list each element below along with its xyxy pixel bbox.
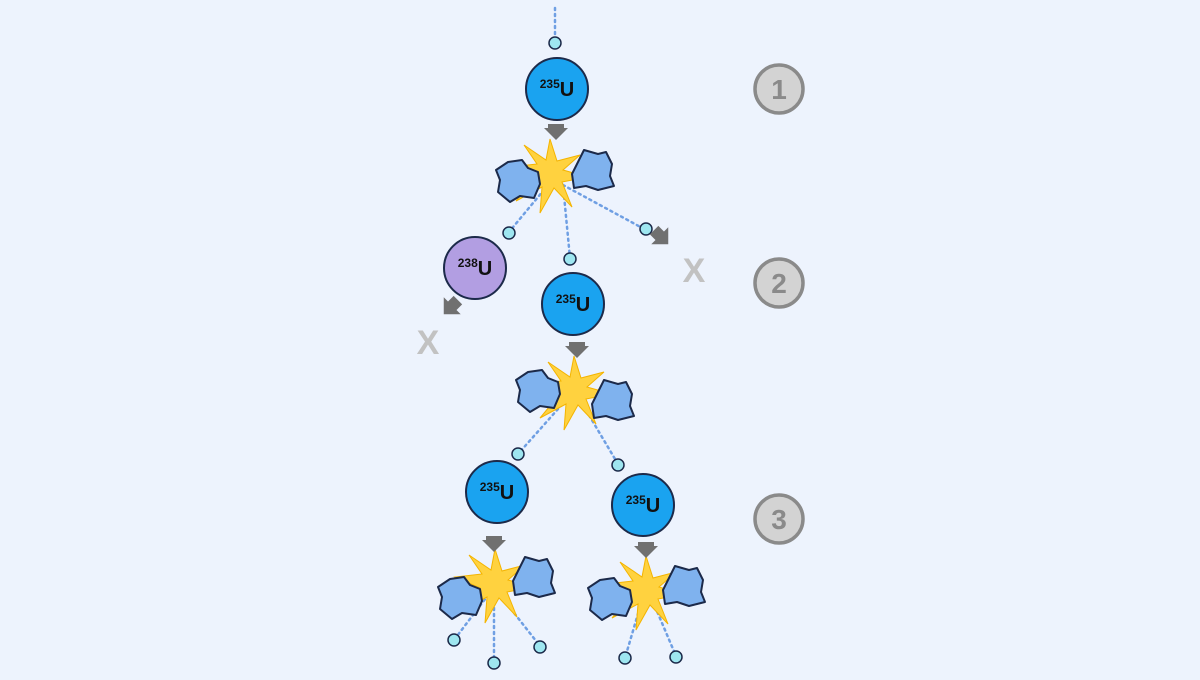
absorbed-mark-left: X bbox=[417, 324, 440, 362]
neutron bbox=[669, 650, 683, 664]
element-symbol: U bbox=[646, 495, 660, 517]
svg-text:235U: 235U bbox=[540, 77, 574, 101]
element-symbol: U bbox=[560, 79, 574, 101]
neutron bbox=[447, 633, 461, 647]
neutron bbox=[611, 458, 625, 472]
step-badge-2: 2 bbox=[753, 257, 805, 309]
neutron bbox=[618, 651, 632, 665]
element-symbol: U bbox=[500, 482, 514, 504]
fission-event-3b bbox=[587, 555, 706, 631]
down-arrow-icon bbox=[565, 342, 589, 358]
nucleus-u235-bottom-right: 235U bbox=[611, 473, 675, 537]
neutron bbox=[548, 36, 562, 50]
fission-event-3a bbox=[437, 548, 556, 624]
step-number: 1 bbox=[771, 74, 787, 105]
element-symbol: U bbox=[478, 258, 492, 280]
svg-text:235U: 235U bbox=[626, 493, 660, 517]
absorbed-mark-right: X bbox=[683, 252, 706, 290]
step-badge-3: 3 bbox=[753, 493, 805, 545]
step-badge-1: 1 bbox=[753, 63, 805, 115]
neutron bbox=[563, 252, 577, 266]
down-arrow-icon bbox=[544, 124, 568, 140]
element-symbol: U bbox=[576, 294, 590, 316]
mass-number: 235 bbox=[626, 493, 646, 507]
nucleus-u238: 238U bbox=[443, 236, 507, 300]
step-number: 3 bbox=[771, 504, 787, 535]
svg-text:238U: 238U bbox=[458, 256, 492, 280]
svg-text:235U: 235U bbox=[556, 292, 590, 316]
down-arrow-icon bbox=[482, 536, 506, 552]
neutron bbox=[487, 656, 501, 670]
fission-event-2 bbox=[515, 355, 635, 431]
neutron bbox=[533, 640, 547, 654]
mass-number: 235 bbox=[480, 480, 500, 494]
neutron bbox=[639, 222, 653, 236]
step-number: 2 bbox=[771, 268, 787, 299]
neutron bbox=[511, 447, 525, 461]
nucleus-u235-top: 235U bbox=[525, 57, 589, 121]
nucleus-u235-bottom-left: 235U bbox=[465, 460, 529, 524]
svg-text:235U: 235U bbox=[480, 480, 514, 504]
down-arrow-icon bbox=[634, 542, 658, 558]
mass-number: 235 bbox=[540, 77, 560, 91]
neutron bbox=[502, 226, 516, 240]
mass-number: 238 bbox=[458, 256, 478, 270]
neutrons bbox=[447, 36, 683, 670]
mass-number: 235 bbox=[556, 292, 576, 306]
nucleus-u235-middle: 235U bbox=[541, 272, 605, 336]
